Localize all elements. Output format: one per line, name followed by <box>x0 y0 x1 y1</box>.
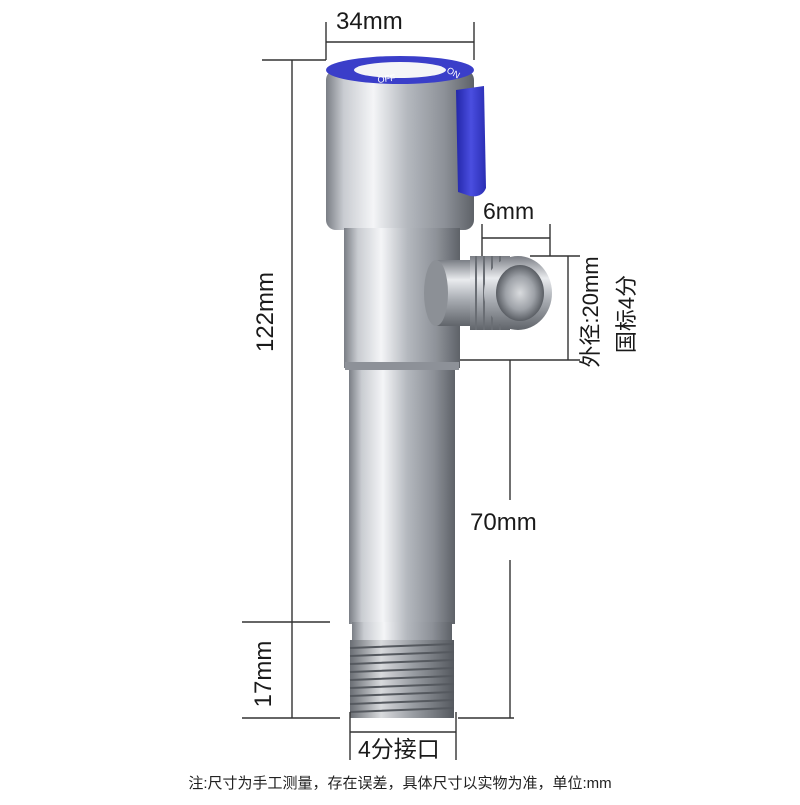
handle-body <box>326 56 474 230</box>
blue-lever <box>456 86 486 197</box>
measurement-note: 注:尺寸为手工测量，存在误差，具体尺寸以实物为准，单位:mm <box>188 775 612 792</box>
dimension-lines <box>242 22 580 760</box>
valve-body <box>349 366 455 624</box>
outer-diameter-label: 外径:20mm <box>578 256 603 368</box>
thread-height-label: 17mm <box>250 640 277 708</box>
total-height-label: 122mm <box>252 271 279 353</box>
body-length-label: 70mm <box>470 509 537 536</box>
width-dimension-label: 34mm <box>336 8 403 35</box>
inlet-port-label: 4分接口 <box>358 736 440 762</box>
body-collar <box>345 362 459 370</box>
standard-label: 国标4分 <box>614 274 639 354</box>
off-label: OFF <box>377 73 397 85</box>
outlet-nipple <box>424 256 552 330</box>
outlet-length-label: 6mm <box>483 198 535 224</box>
inlet-thread <box>349 622 455 718</box>
